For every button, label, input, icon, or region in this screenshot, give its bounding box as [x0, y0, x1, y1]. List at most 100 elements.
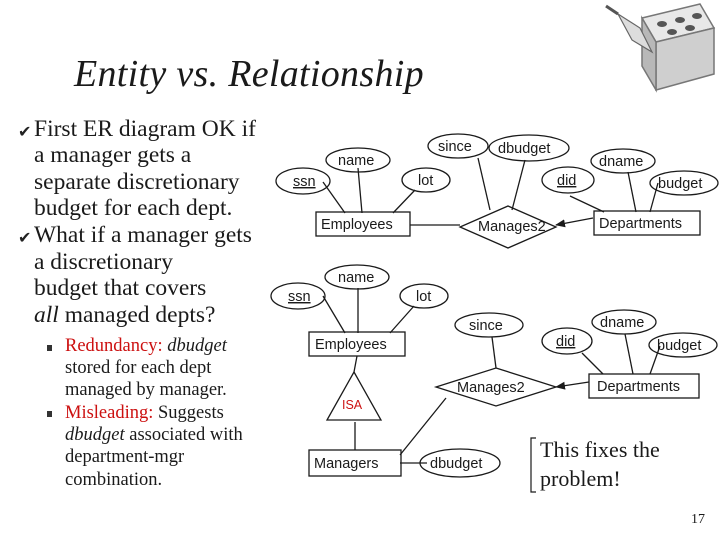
bullet-2-line-4: all managed depts? [34, 302, 215, 329]
d2-edge-dept-rel [555, 381, 590, 390]
misleading-label: Misleading: [65, 403, 154, 423]
d2-attr-ssn: ssn [288, 289, 311, 305]
d1-attr-name-oval [325, 147, 391, 173]
d2-edge-budget [649, 345, 661, 375]
d2-attr-since: since [469, 318, 503, 334]
diagram-2 [270, 264, 718, 478]
bullet-1-line-4: budget for each dept. [34, 195, 233, 221]
d1-edge-did [569, 195, 605, 213]
d2-attr-dname: dname [600, 315, 644, 331]
d1-attr-name: name [338, 153, 374, 169]
square-bullet-icon [47, 345, 52, 351]
subbullet-2-line-4: combination. [65, 470, 163, 490]
fix-note: This fixes the problem! [540, 435, 690, 493]
slide-title: Entity vs. Relationship [74, 53, 424, 95]
d2-isa-triangle [325, 370, 383, 421]
d2-entity-managers: Managers [314, 456, 378, 472]
bullet-1-line-2: a manager gets a [34, 142, 192, 168]
d1-attr-budget: budget [658, 176, 702, 192]
d2-attr-did-oval [541, 327, 593, 355]
d2-attr-name-oval [324, 264, 390, 290]
bullet-2-line-2: a discretionary [34, 249, 173, 275]
d2-edge-did [581, 352, 604, 375]
misleading-italic: dbudget [65, 425, 125, 445]
d2-attr-dbudget: dbudget [430, 456, 482, 472]
d2-attr-budget: budget [657, 338, 701, 354]
d1-entity-employees: Employees [321, 217, 393, 233]
d1-entity-employees-box [315, 211, 411, 237]
d2-entity-departments: Departments [597, 379, 680, 395]
d2-entity-employees: Employees [315, 337, 387, 353]
subbullet-2-line-2: dbudget associated with [65, 424, 243, 446]
subbullet-1-line-1: Redundancy: dbudget [65, 335, 227, 357]
bullet-2-line-3: budget that covers [34, 275, 207, 301]
square-bullet-icon [47, 411, 52, 417]
d1-attr-lot: lot [418, 173, 433, 189]
diagram-1 [275, 133, 719, 249]
d2-attr-budget-oval [648, 332, 718, 358]
d2-relationship-label: Manages2 [457, 380, 525, 396]
d2-attr-ssn-oval [270, 282, 326, 310]
d1-attr-did: did [557, 173, 576, 189]
diagram-2-labels: ssn name lot since did dname budget dbud… [288, 270, 701, 472]
d1-attr-did-oval [541, 166, 595, 194]
d2-attr-did: did [556, 334, 575, 350]
d2-relationship-diamond [433, 367, 559, 407]
d1-attr-dbudget-oval [488, 134, 570, 162]
d2-entity-employees-box [308, 331, 406, 357]
subbullet-2-line-3: department-mgr [65, 447, 185, 467]
d1-attr-dname-oval [590, 148, 656, 174]
d2-edge-emp-isa [353, 355, 358, 373]
bullet-2-line-1: What if a manager gets [34, 222, 252, 248]
bullet-2-italic-all: all [34, 302, 59, 328]
bullet-2-line-4-rest: managed depts? [58, 302, 216, 328]
v-bullet-icon: ✔ [18, 228, 32, 247]
d1-relationship-diamond [458, 205, 558, 249]
d2-edge-dname [624, 333, 634, 375]
d1-edge-name [357, 167, 363, 214]
note-bracket [530, 437, 536, 493]
d1-attr-ssn-oval [275, 167, 331, 195]
redundancy-italic: dbudget [167, 336, 227, 356]
misleading-text: Suggests [153, 403, 224, 423]
d2-entity-managers-box [308, 449, 402, 477]
fix-note-line-1: This fixes the [540, 437, 660, 462]
d2-edge-lot [389, 305, 415, 334]
d1-attr-since-oval [427, 133, 489, 159]
d1-edge-dname [627, 171, 637, 213]
d1-edge-dbudget [511, 159, 526, 211]
d1-entity-departments: Departments [599, 216, 682, 232]
bullet-1-line-3: separate discretionary [34, 169, 240, 195]
d1-edge-lot [392, 189, 416, 214]
d1-edge-ssn [322, 181, 346, 214]
d1-attr-since: since [438, 139, 472, 155]
d1-attr-dname: dname [599, 154, 643, 170]
d2-attr-lot-oval [399, 283, 449, 309]
d2-entity-departments-box [588, 373, 700, 399]
d2-attr-since-oval [454, 312, 524, 338]
d2-attr-dname-oval [591, 309, 657, 335]
v-bullet-icon: ✔ [18, 122, 32, 141]
d2-attr-name: name [338, 270, 374, 286]
d1-relationship-label: Manages2 [478, 219, 546, 235]
d2-attr-lot: lot [416, 289, 431, 305]
d2-edge-since [491, 336, 497, 369]
d2-attr-dbudget-oval [419, 448, 501, 478]
d2-edge-ssn [322, 295, 346, 334]
d1-edge-budget [649, 182, 659, 213]
subbullet-1-line-2: stored for each dept [65, 358, 212, 378]
d2-edge-mgr-rel [399, 397, 447, 456]
bullet-1-line-1: First ER diagram OK if [34, 116, 256, 142]
d1-attr-lot-oval [401, 167, 451, 193]
subbullet-2-line-1: Misleading: Suggests [65, 402, 224, 424]
d1-attr-budget-oval [649, 170, 719, 196]
fix-note-line-2: problem! [540, 466, 621, 491]
d1-edge-dept-rel [555, 217, 594, 228]
d1-edge-since [477, 157, 491, 211]
misleading-text-2: associated with [124, 425, 243, 445]
d2-isa-label: ISA [342, 398, 363, 412]
subbullet-1-line-3: managed by manager. [65, 380, 227, 400]
d1-attr-dbudget: dbudget [498, 141, 550, 157]
diagram-1-labels: ssn name lot since dbudget did dname bud… [293, 139, 702, 235]
